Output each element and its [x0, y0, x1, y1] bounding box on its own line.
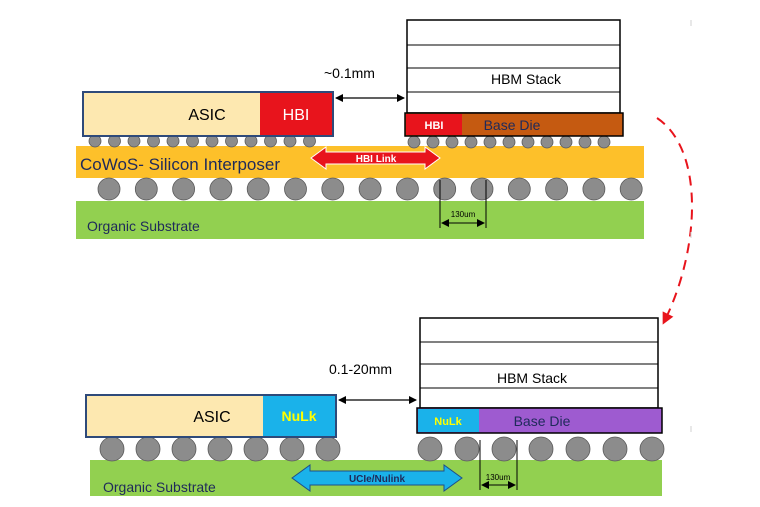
- top-hbi-block: [260, 93, 332, 135]
- bottom-hbm-bump-2: [454, 436, 480, 462]
- top-substrate-bump-1: [97, 177, 121, 201]
- top-hbm-microbump-11: [597, 135, 611, 149]
- top-substrate-bump-9: [395, 177, 419, 201]
- top-substrate-bump-8: [358, 177, 382, 201]
- top-hbm-label: HBM Stack: [491, 71, 562, 87]
- bottom-hbm-bump-4: [528, 436, 554, 462]
- top-hbm-microbump-8: [540, 135, 554, 149]
- top-substrate-bump-6: [284, 177, 307, 201]
- bottom-distance-label: 0.1-20mm: [329, 361, 392, 377]
- top-substrate-bumps: [97, 177, 643, 201]
- top-substrate-bump-2: [134, 177, 158, 201]
- bottom-asic-bump-4: [207, 436, 233, 462]
- bottom-hbm-bump-5: [565, 436, 591, 462]
- top-hbm-microbump-10: [578, 135, 592, 149]
- top-substrate-bump-4: [209, 177, 233, 201]
- bottom-asic-bumps: [99, 436, 341, 462]
- top-distance-label: ~0.1mm: [324, 65, 375, 81]
- bottom-hbm-bump-1: [417, 436, 443, 462]
- bottom-diagram: Organic Substrate ASIC NuLk HBM Stack Nu…: [85, 317, 665, 496]
- bottom-asic-bump-6: [279, 436, 305, 462]
- top-pitch-label: 130um: [451, 210, 476, 219]
- bottom-nulk-label: NuLk: [282, 408, 317, 424]
- bottom-hbm-bumps: [417, 436, 665, 462]
- top-link-arrow: [310, 146, 441, 170]
- top-substrate-bump-14: [582, 177, 606, 201]
- top-substrate-bump-11: [470, 177, 494, 201]
- top-interposer-label: CoWoS- Silicon Interposer: [80, 155, 280, 174]
- top-diagram: CoWoS- Silicon Interposer Organic Substr…: [76, 19, 644, 239]
- dashed-transition-arrow: [656, 117, 693, 325]
- top-hbm-microbump-3: [445, 135, 459, 149]
- bottom-substrate-label: Organic Substrate: [103, 479, 216, 495]
- top-base-die-label: Base Die: [484, 117, 541, 133]
- top-base-hbi-block: [406, 114, 462, 135]
- bottom-hbm-stack: HBM Stack: [419, 317, 659, 409]
- bottom-asic-bump-3: [171, 436, 197, 462]
- bottom-asic-bump-2: [135, 436, 161, 462]
- top-hbi-label: HBI: [283, 107, 310, 124]
- top-substrate-bump-5: [246, 177, 270, 201]
- bottom-link-arrow: [291, 464, 463, 492]
- top-hbm-microbump-4: [464, 135, 478, 149]
- bottom-nulk-block: [263, 396, 335, 436]
- bottom-base-nulk-label: NuLk: [434, 416, 462, 428]
- top-substrate-bump-12: [507, 177, 531, 201]
- top-hbm-microbump-7: [521, 135, 535, 149]
- bottom-hbm-label: HBM Stack: [497, 370, 568, 386]
- top-substrate-bump-3: [172, 177, 196, 201]
- top-substrate-bump-10: [433, 177, 457, 201]
- bottom-hbm-bump-6: [602, 436, 628, 462]
- top-asic-microbumps: [88, 134, 316, 148]
- top-hbm-microbump-1: [407, 135, 421, 149]
- top-substrate: [76, 201, 644, 239]
- top-hbm-microbump-9: [559, 135, 573, 149]
- bottom-asic-bump-5: [243, 436, 269, 462]
- top-hbm-microbump-6: [502, 135, 516, 149]
- top-hbm-stack: HBM Stack: [406, 19, 621, 114]
- bottom-asic-bump-1: [99, 436, 125, 462]
- bottom-hbm-bump-7: [639, 436, 665, 462]
- top-substrate-label: Organic Substrate: [87, 218, 200, 234]
- top-hbm-microbump-2: [426, 135, 440, 149]
- top-hbm-microbump-5: [483, 135, 497, 149]
- top-link-label: HBI Link: [356, 154, 397, 165]
- top-asic-label: ASIC: [188, 107, 225, 124]
- bottom-asic-bump-7: [315, 436, 341, 462]
- bottom-asic-label: ASIC: [193, 409, 230, 426]
- top-substrate-bump-15: [619, 177, 643, 201]
- bottom-hbm-bump-3: [491, 436, 517, 462]
- top-substrate-bump-7: [321, 177, 345, 201]
- top-substrate-bump-13: [545, 177, 568, 201]
- bottom-link-label: UCIe/Nulink: [349, 474, 406, 485]
- top-base-hbi-label: HBI: [425, 120, 444, 132]
- bottom-pitch-label: 130um: [486, 473, 511, 482]
- bottom-base-die-label: Base Die: [514, 413, 571, 429]
- bottom-base-nulk-block: [418, 409, 479, 432]
